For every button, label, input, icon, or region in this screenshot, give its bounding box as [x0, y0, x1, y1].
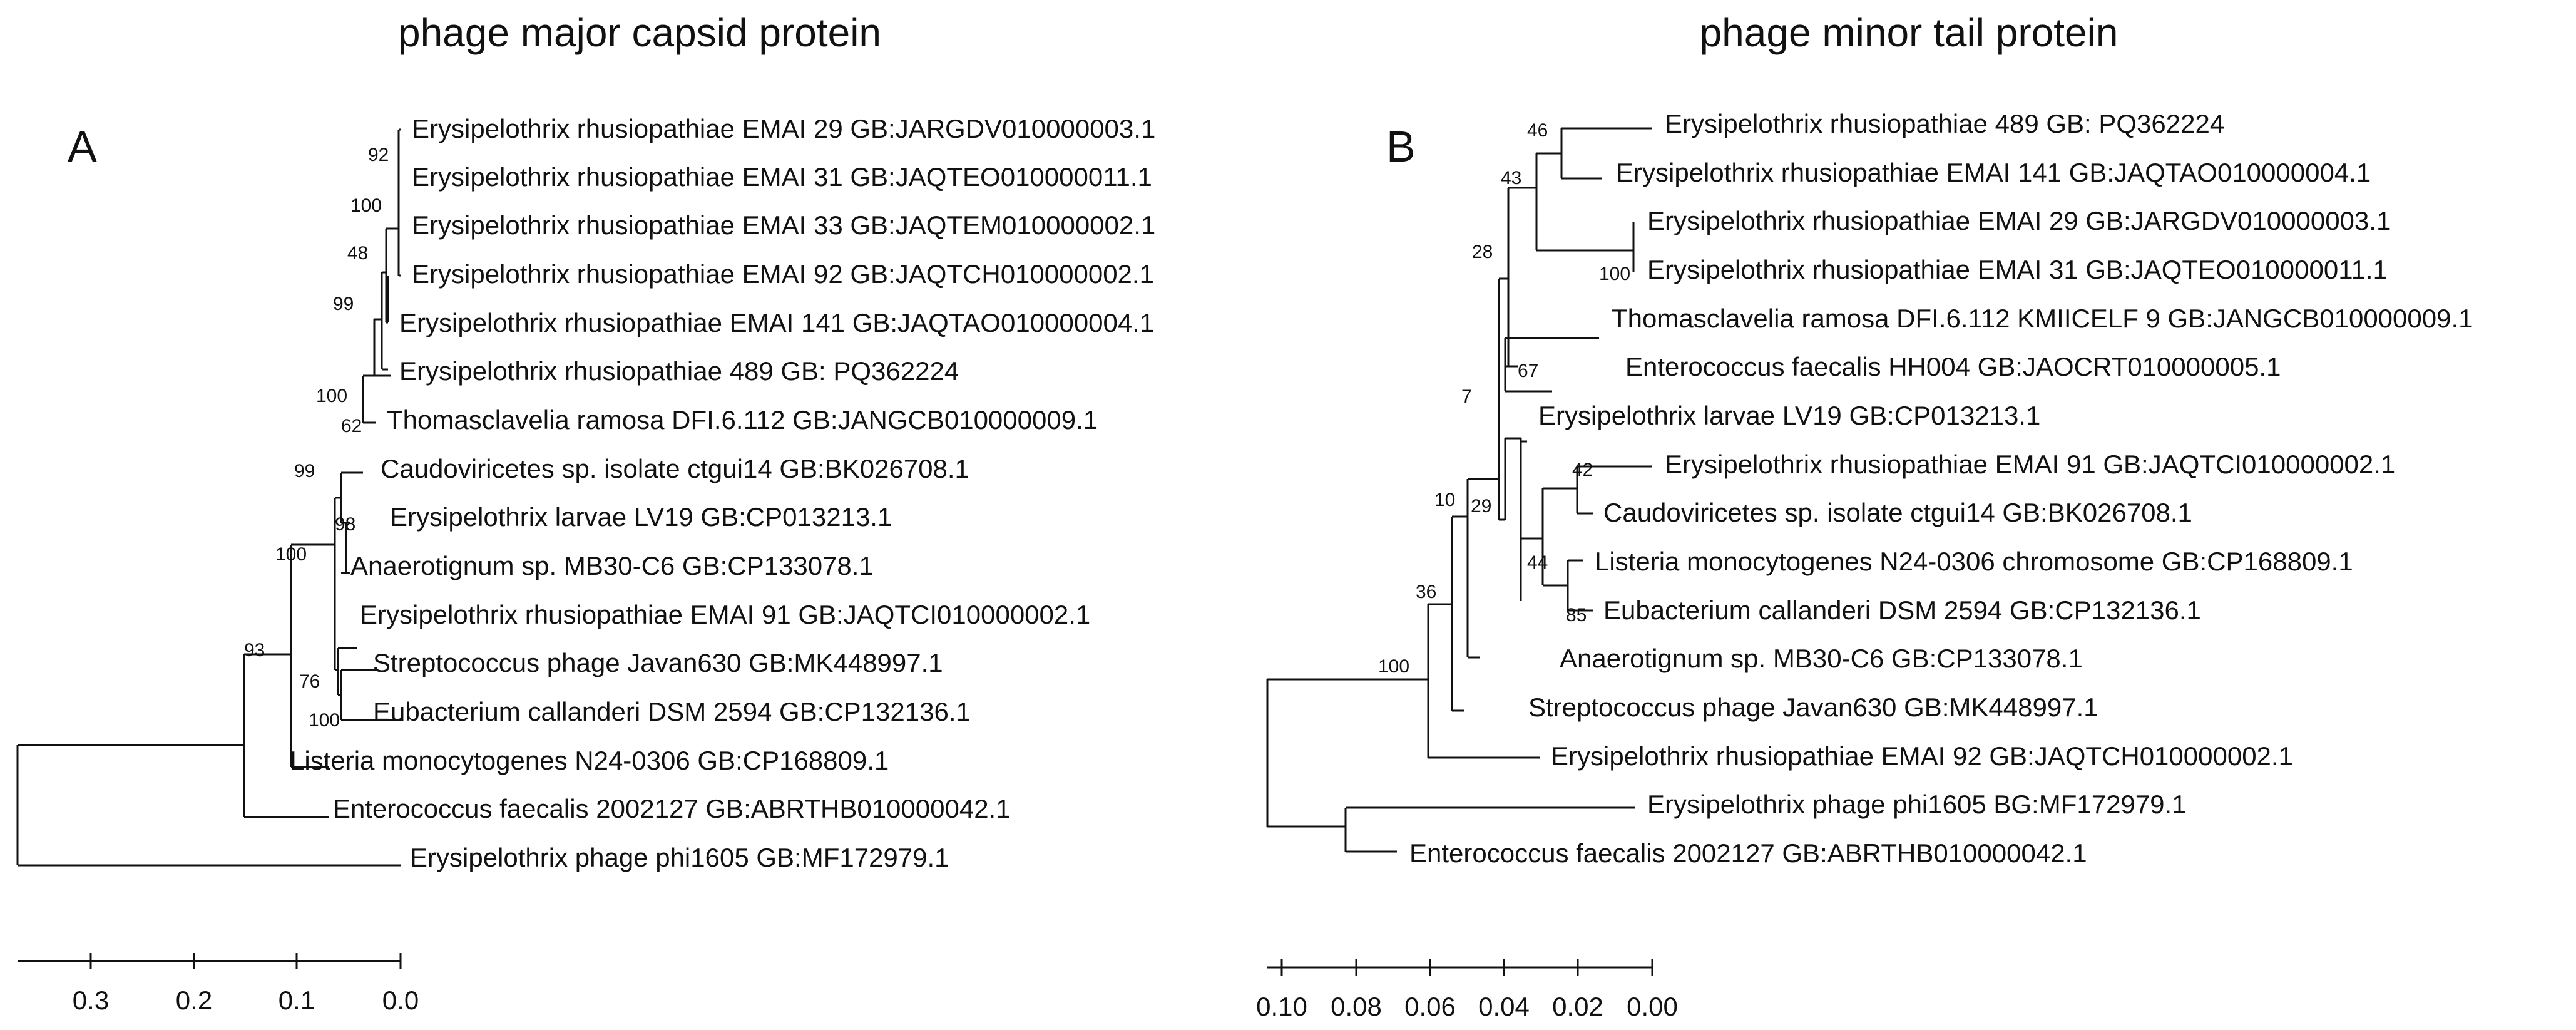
leaf-label: Erysipelothrix rhusiopathiae EMAI 91 GB:… — [360, 600, 1090, 629]
panel-b-bootstrap-values: 46 43 100 28 67 7 42 29 10 44 85 36 100 — [1378, 120, 1630, 677]
panel-b-title: phage minor tail protein — [1700, 10, 2119, 55]
leaf-label: Erysipelothrix larvae LV19 GB:CP013213.1 — [390, 502, 892, 532]
panel-b-scale-bar: 0.10 0.08 0.06 0.04 0.02 0.00 — [1256, 959, 1678, 1021]
leaf-label: Erysipelothrix rhusiopathiae EMAI 92 GB:… — [1551, 741, 2293, 771]
leaf-label: Erysipelothrix phage phi1605 BG:MF172979… — [1647, 790, 2187, 819]
leaf-label: Streptococcus phage Javan630 GB:MK448997… — [1528, 693, 2098, 722]
leaf-label: Erysipelothrix rhusiopathiae EMAI 92 GB:… — [412, 259, 1154, 289]
bootstrap-value: 100 — [275, 544, 307, 565]
bootstrap-value: 28 — [1472, 242, 1493, 262]
leaf-label: Erysipelothrix phage phi1605 GB:MF172979… — [410, 843, 949, 872]
leaf-label: Erysipelothrix rhusiopathiae 489 GB: PQ3… — [399, 356, 959, 386]
leaf-label: Enterococcus faecalis 2002127 GB:ABRTHB0… — [333, 794, 1011, 823]
scale-tick-label: 0.10 — [1256, 992, 1307, 1021]
panel-a-title: phage major capsid protein — [398, 10, 881, 55]
scale-tick-label: 0.04 — [1478, 992, 1530, 1021]
scale-tick-label: 0.08 — [1331, 992, 1382, 1021]
panel-a-letter: A — [68, 122, 97, 171]
leaf-label: Thomasclavelia ramosa DFI.6.112 KMIICELF… — [1612, 304, 2473, 333]
leaf-label: Caudoviricetes sp. isolate ctgui14 GB:BK… — [381, 454, 969, 483]
leaf-label: Erysipelothrix rhusiopathiae EMAI 29 GB:… — [412, 114, 1155, 143]
leaf-label: Enterococcus faecalis HH004 GB:JAOCRT010… — [1625, 352, 2281, 381]
panel-b: phage minor tail protein B — [1256, 10, 2473, 1021]
scale-tick-label: 0.1 — [279, 986, 315, 1015]
leaf-label: Erysipelothrix rhusiopathiae EMAI 31 GB:… — [412, 162, 1152, 192]
leaf-label: Erysipelothrix rhusiopathiae EMAI 33 GB:… — [412, 210, 1155, 240]
scale-tick-label: 0.3 — [73, 986, 109, 1015]
panel-a-scale-bar: 0.3 0.2 0.1 0.0 — [18, 953, 419, 1015]
panel-a-branches — [16, 128, 401, 867]
leaf-label: Erysipelothrix rhusiopathiae EMAI 31 GB:… — [1647, 255, 2388, 284]
leaf-label: Caudoviricetes sp. isolate ctgui14 GB:BK… — [1603, 498, 2192, 527]
bootstrap-value: 99 — [333, 294, 354, 314]
bootstrap-value: 36 — [1416, 582, 1436, 602]
bootstrap-value: 100 — [350, 195, 382, 216]
scale-tick-label: 0.2 — [176, 986, 212, 1015]
leaf-label: Erysipelothrix larvae LV19 GB:CP013213.1 — [1538, 401, 2040, 430]
leaf-label: Erysipelothrix rhusiopathiae 489 GB: PQ3… — [1665, 109, 2224, 138]
bootstrap-value: 93 — [244, 640, 265, 661]
leaf-label: Enterococcus faecalis 2002127 GB:ABRTHB0… — [1409, 838, 2087, 868]
bootstrap-value: 29 — [1471, 496, 1491, 517]
leaf-label: Eubacterium callanderi DSM 2594 GB:CP132… — [1603, 595, 2201, 625]
bootstrap-value: 46 — [1527, 120, 1548, 141]
leaf-label: Listeria monocytogenes N24-0306 chromoso… — [1595, 547, 2353, 576]
bootstrap-value: 10 — [1434, 490, 1455, 510]
leaf-label: Erysipelothrix rhusiopathiae EMAI 141 GB… — [399, 308, 1154, 337]
panel-b-letter: B — [1386, 122, 1416, 171]
panel-a-bootstrap-values: 92 100 48 99 100 62 99 98 100 93 76 100 — [244, 145, 389, 731]
bootstrap-value: 67 — [1518, 361, 1538, 381]
bootstrap-value: 76 — [299, 671, 320, 692]
bootstrap-value: 92 — [368, 145, 389, 165]
leaf-label: Anaerotignum sp. MB30-C6 GB:CP133078.1 — [1560, 644, 2083, 673]
bootstrap-value: 85 — [1566, 605, 1587, 626]
bootstrap-value: 44 — [1527, 552, 1548, 573]
scale-tick-label: 0.02 — [1552, 992, 1603, 1021]
leaf-label: Listeria monocytogenes N24-0306 GB:CP168… — [290, 746, 889, 775]
bootstrap-value: 100 — [1599, 264, 1630, 284]
scale-tick-label: 0.06 — [1404, 992, 1456, 1021]
bootstrap-value: 7 — [1461, 386, 1472, 407]
scale-tick-label: 0.00 — [1627, 992, 1678, 1021]
bootstrap-value: 62 — [341, 416, 362, 436]
bootstrap-value: 43 — [1501, 168, 1521, 188]
panel-a: phage major capsid protein A — [16, 10, 1155, 1015]
bootstrap-value: 100 — [1378, 656, 1409, 677]
panel-b-branches — [1266, 127, 1652, 853]
bootstrap-value: 42 — [1572, 460, 1593, 480]
bootstrap-value: 100 — [316, 386, 347, 406]
bootstrap-value: 99 — [294, 461, 315, 482]
scale-tick-label: 0.0 — [382, 986, 419, 1015]
leaf-label: Erysipelothrix rhusiopathiae EMAI 141 GB… — [1616, 158, 2371, 187]
leaf-label: Erysipelothrix rhusiopathiae EMAI 29 GB:… — [1647, 206, 2391, 235]
leaf-label: Streptococcus phage Javan630 GB:MK448997… — [373, 648, 943, 677]
bootstrap-value: 48 — [347, 243, 368, 264]
leaf-label: Anaerotignum sp. MB30-C6 GB:CP133078.1 — [350, 551, 874, 580]
leaf-label: Eubacterium callanderi DSM 2594 GB:CP132… — [373, 697, 971, 726]
leaf-label: Erysipelothrix rhusiopathiae EMAI 91 GB:… — [1665, 450, 2395, 479]
panel-b-leaves: Erysipelothrix rhusiopathiae 489 GB: PQ3… — [1409, 109, 2473, 868]
bootstrap-value: 98 — [335, 514, 355, 535]
leaf-label: Thomasclavelia ramosa DFI.6.112 GB:JANGC… — [387, 405, 1098, 435]
panel-a-leaves: Erysipelothrix rhusiopathiae EMAI 29 GB:… — [290, 114, 1155, 872]
bootstrap-value: 100 — [309, 710, 340, 731]
